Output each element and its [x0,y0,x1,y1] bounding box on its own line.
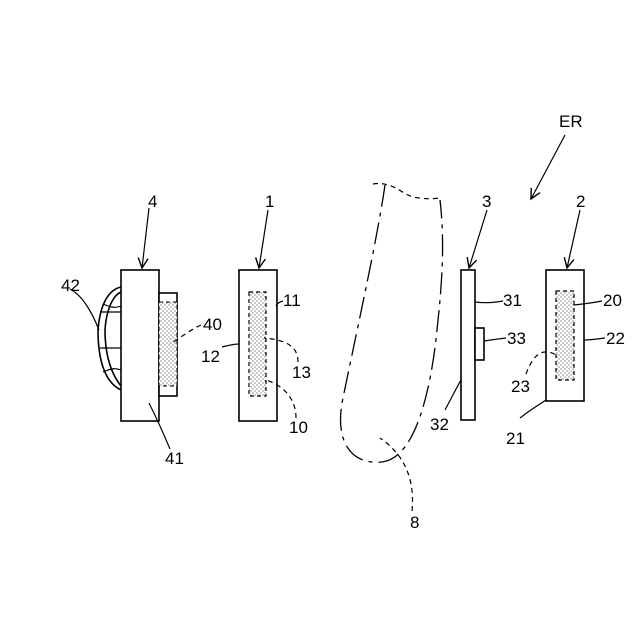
component-4 [98,270,177,421]
label-31: 31 [503,291,522,310]
sheet-20 [556,291,574,380]
component-1 [239,270,277,421]
label-41: 41 [165,449,184,468]
component-3 [461,270,484,420]
label-42: 42 [61,276,80,295]
label-13: 13 [292,363,311,382]
protrusion-33 [475,328,484,360]
label-21: 21 [506,429,525,448]
label-1: 1 [265,192,274,211]
label-32: 32 [430,415,449,434]
label-10: 10 [289,418,308,437]
label-2: 2 [576,192,585,211]
label-33: 33 [507,329,526,348]
label-4: 4 [148,192,157,211]
er-direction-arrow [531,135,565,199]
label-20: 20 [603,291,622,310]
sheet-40 [159,302,177,386]
label-40: 40 [203,315,222,334]
label-23: 23 [511,377,530,396]
plate-31 [461,270,475,420]
label-er: ER [559,112,583,131]
label-11: 11 [283,291,301,310]
label-22: 22 [606,329,625,348]
housing-41 [121,270,159,421]
body-outline-8 [341,183,443,462]
label-3: 3 [482,192,491,211]
reference-arrows [142,208,580,268]
sheet-10 [249,292,266,396]
label-12: 12 [201,347,220,366]
label-8: 8 [410,513,419,532]
component-2 [546,270,584,401]
lamp-42 [98,287,121,390]
